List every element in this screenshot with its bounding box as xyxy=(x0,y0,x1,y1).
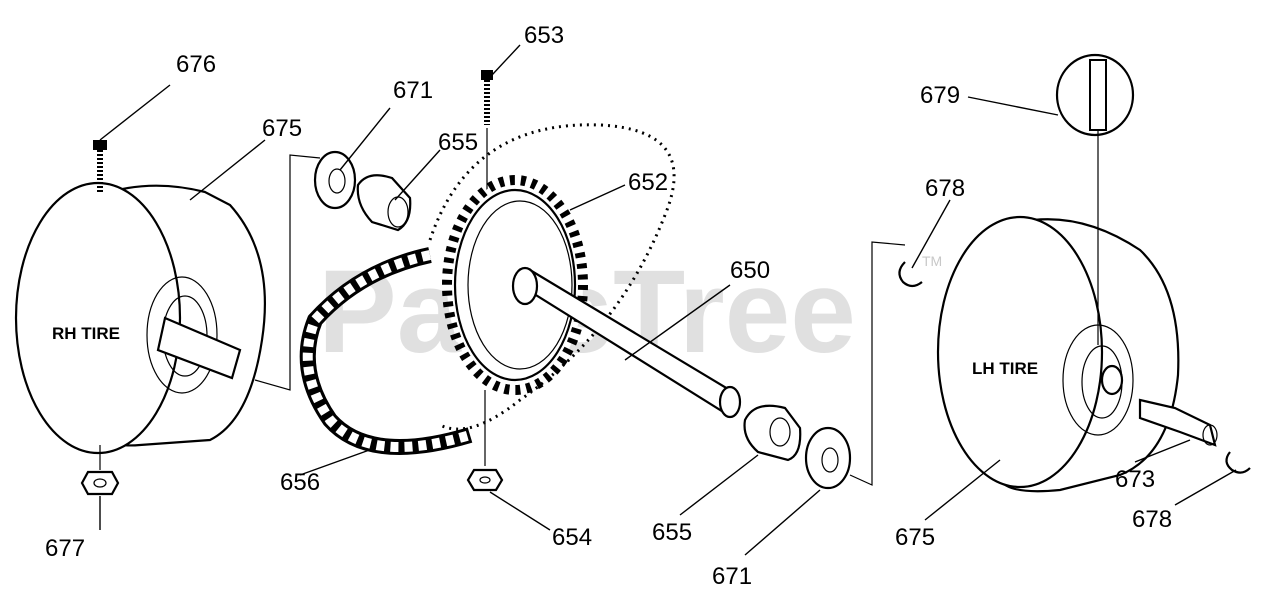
nut-654 xyxy=(466,390,504,492)
bushing-655-top xyxy=(356,174,412,232)
washer-671-bottom xyxy=(804,426,852,490)
callout-678-top: 678 xyxy=(925,175,965,202)
rh-tire xyxy=(14,181,267,455)
callout-652: 652 xyxy=(628,169,668,196)
axle-650 xyxy=(511,266,742,419)
callout-655-bottom: 655 xyxy=(652,519,692,546)
callout-675-left: 675 xyxy=(895,524,935,551)
spacer-673 xyxy=(1138,398,1218,447)
e-clip-678-top xyxy=(898,261,923,288)
callout-677: 677 xyxy=(45,535,85,562)
hitch-pin-679 xyxy=(1055,53,1135,345)
callout-671-top: 671 xyxy=(393,77,433,104)
bushing-655-bottom xyxy=(743,404,802,462)
callout-673: 673 xyxy=(1115,466,1155,493)
callout-655-top: 655 xyxy=(438,129,478,156)
callout-676: 676 xyxy=(176,51,216,78)
bolt-676 xyxy=(93,140,107,192)
callout-678-bottom: 678 xyxy=(1132,506,1172,533)
washer-671-top xyxy=(313,150,357,210)
nut-677 xyxy=(80,445,120,496)
lh-tire-label: LH TIRE xyxy=(972,359,1038,378)
chain-656 xyxy=(299,247,473,455)
rh-tire-label: RH TIRE xyxy=(52,324,120,343)
callout-679: 679 xyxy=(920,82,960,109)
callout-656: 656 xyxy=(280,469,320,496)
callout-650: 650 xyxy=(730,257,770,284)
callout-654: 654 xyxy=(552,524,592,551)
e-clip-678-bottom xyxy=(1225,451,1251,474)
watermark-trademark: TM xyxy=(922,253,942,269)
lh-tire xyxy=(936,215,1180,493)
callout-675-right: 675 xyxy=(262,115,302,142)
callout-653: 653 xyxy=(524,22,564,49)
callout-671-bottom: 671 xyxy=(712,563,752,590)
